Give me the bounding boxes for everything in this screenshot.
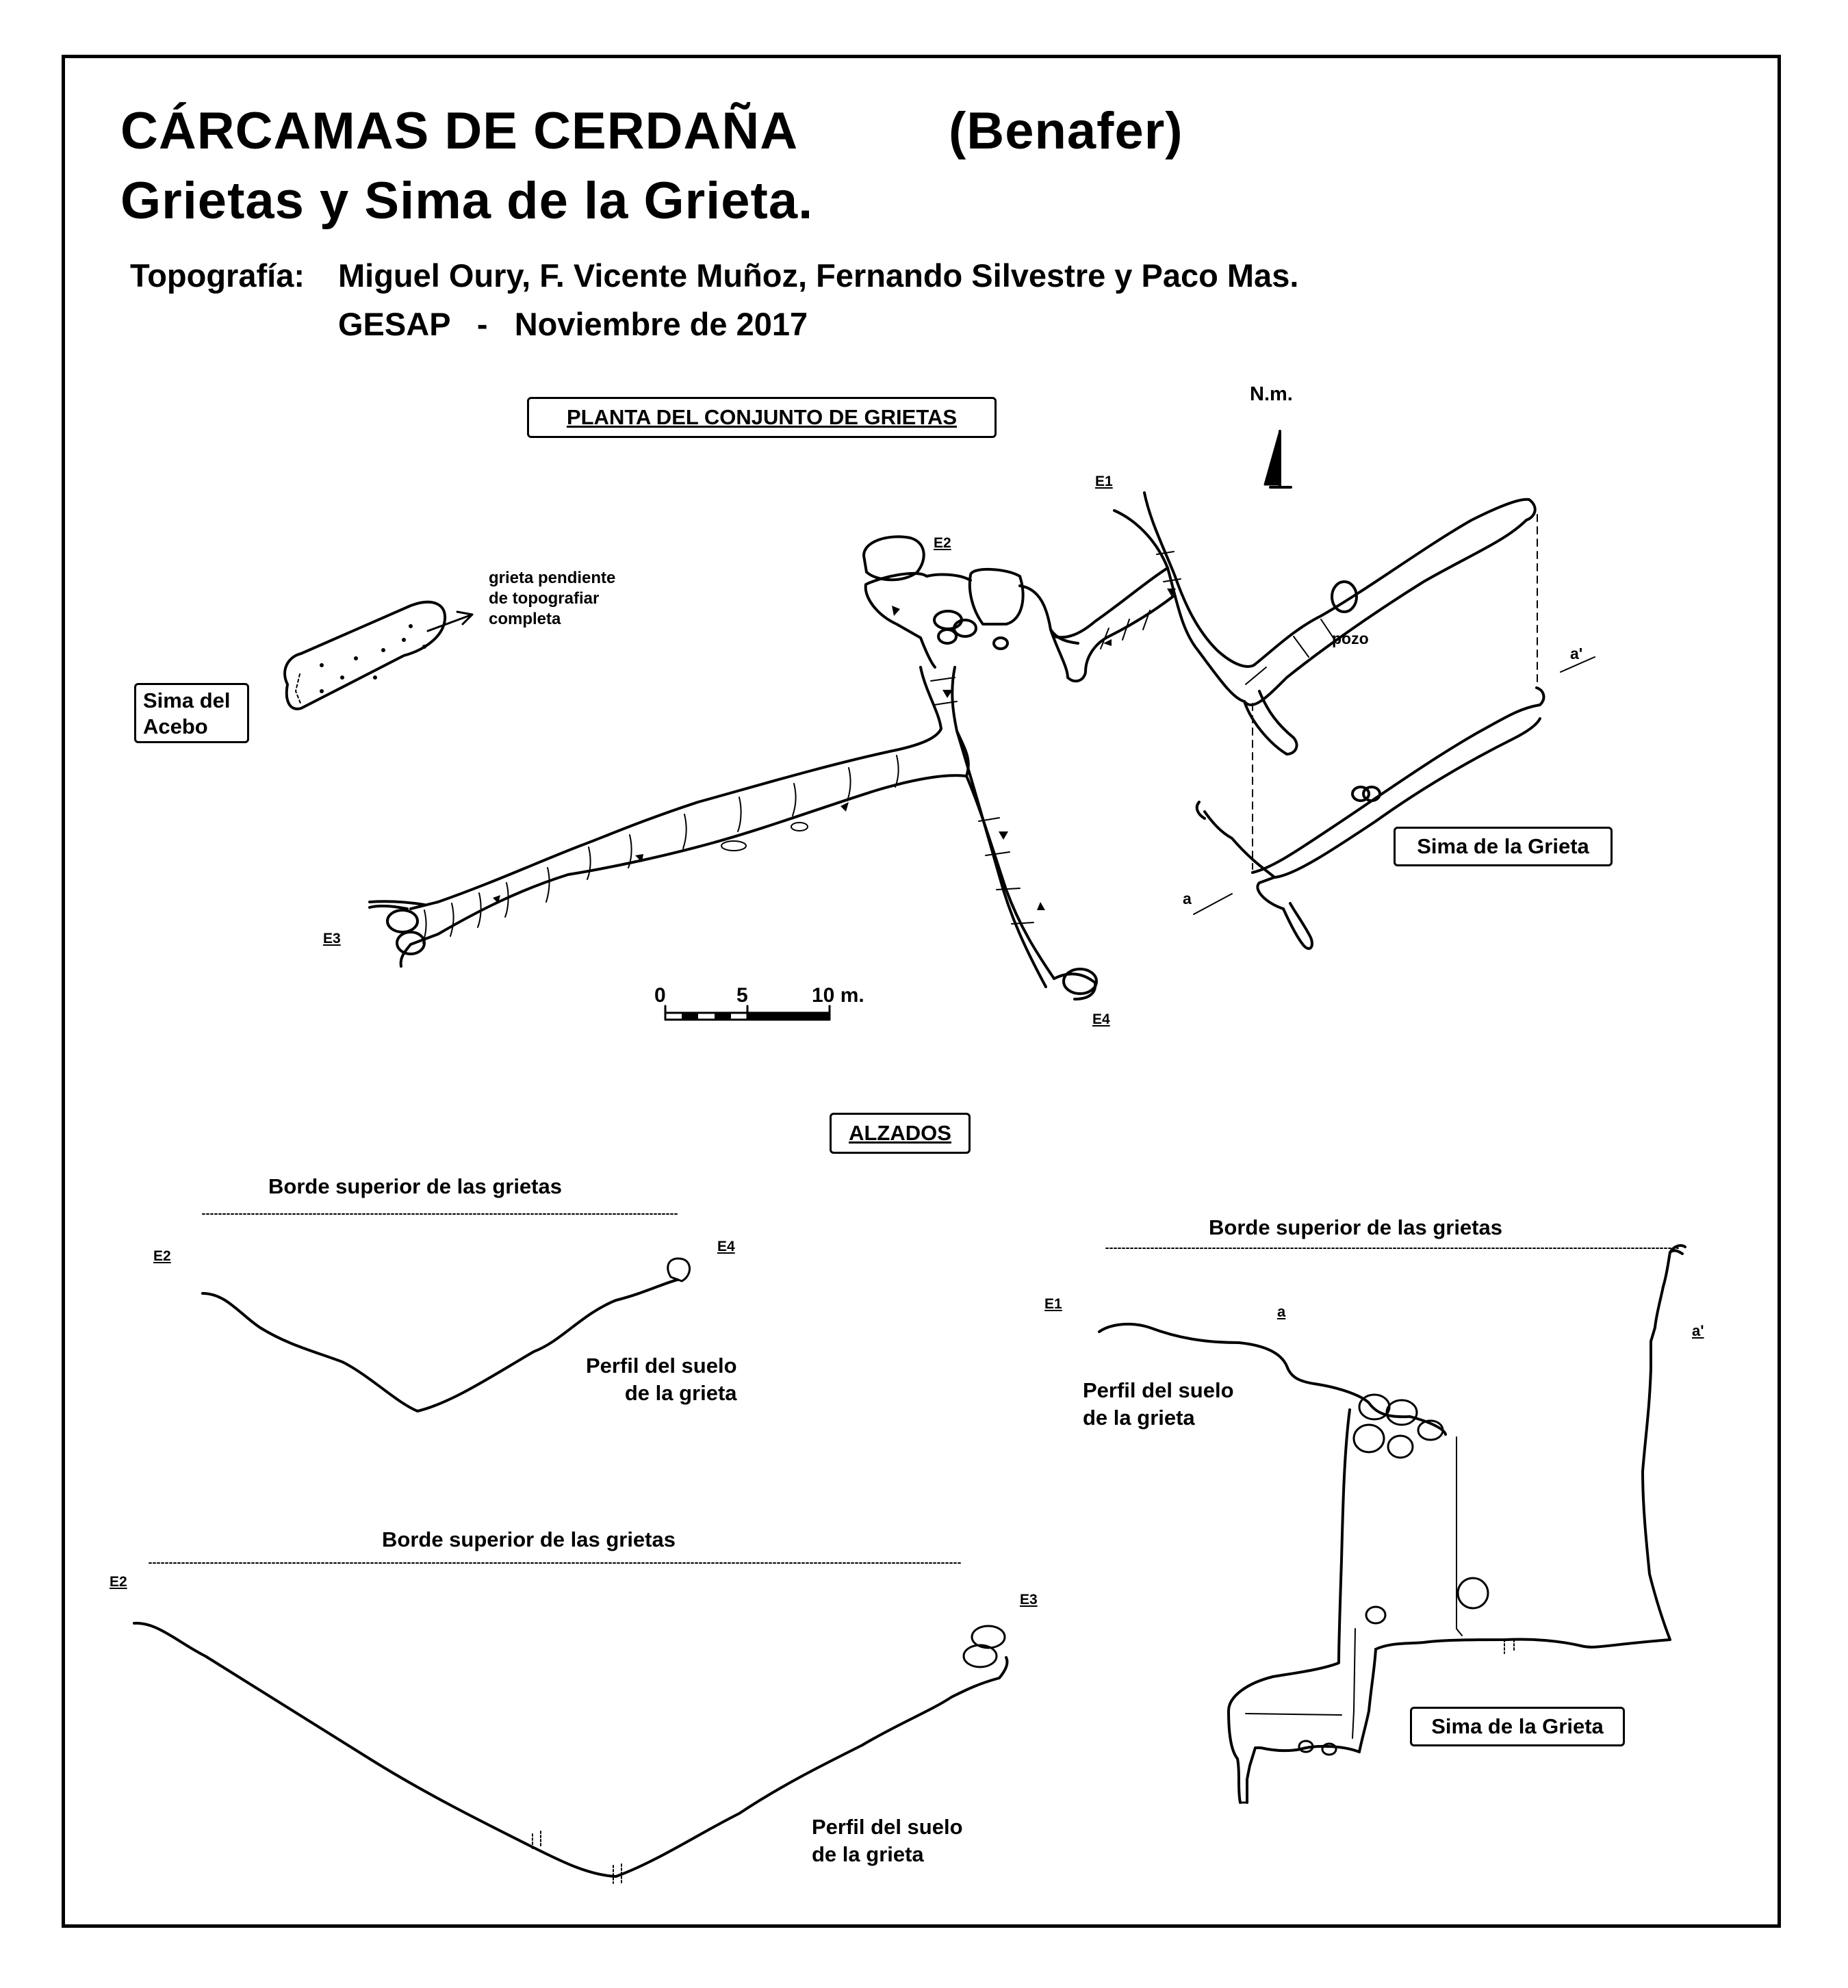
plan-flow-arrows xyxy=(493,589,1176,910)
north-label: N.m. xyxy=(1250,383,1293,405)
elev3-sima-grieta-label: Sima de la Grieta xyxy=(1410,1707,1625,1746)
elevation-e2-e4 xyxy=(201,1213,691,1412)
group-date-line: GESAP - Noviembre de 2017 xyxy=(338,306,808,342)
elev2-top-edge-label: Borde superior de las grietas xyxy=(382,1527,676,1551)
elev1-e4: E4 xyxy=(717,1239,735,1254)
title-location: (Benafer) xyxy=(949,102,1183,160)
elev1-floor-profile-label: Perfil del suelo de la grieta xyxy=(586,1354,737,1405)
sima-acebo-plan xyxy=(283,600,474,710)
scale-bar xyxy=(664,1005,831,1021)
plan-entrance-e2: E2 xyxy=(934,535,951,551)
elev3-e1: E1 xyxy=(1044,1296,1062,1312)
plan-sima-grieta-label: Sima de la Grieta xyxy=(1394,827,1613,866)
elev3-section-a: a xyxy=(1277,1303,1286,1320)
sima-acebo-label: Sima del Acebo xyxy=(134,683,249,743)
grieta-pendiente-note: grieta pendiente de topografiar completa xyxy=(489,569,616,628)
plan-entrance-e4: E4 xyxy=(1092,1011,1110,1027)
elevation-sima-grieta xyxy=(1098,1244,1686,1804)
section-lines xyxy=(1193,514,1595,915)
elev2-floor-profile-label: Perfil del suelo de la grieta xyxy=(812,1815,963,1866)
elev3-floor-profile-label: Perfil del suelo de la grieta xyxy=(1083,1378,1234,1430)
elev3-top-edge-label: Borde superior de las grietas xyxy=(1209,1215,1502,1239)
scale-tick-0: 0 xyxy=(654,984,666,1007)
elev2-e3: E3 xyxy=(1020,1592,1038,1608)
north-arrow-icon xyxy=(1263,430,1292,489)
scale-tick-10: 10 m. xyxy=(812,984,864,1007)
elev1-top-edge-label: Borde superior de las grietas xyxy=(268,1174,562,1198)
plan-hatching xyxy=(422,551,1335,944)
elev2-e2: E2 xyxy=(110,1574,127,1590)
plan-section-title: PLANTA DEL CONJUNTO DE GRIETAS xyxy=(527,397,997,438)
elev3-section-a-prime: a' xyxy=(1692,1322,1704,1339)
plan-entrance-e3: E3 xyxy=(323,931,341,946)
section-a-prime-label: a' xyxy=(1570,645,1583,662)
title-cave-name: CÁRCAMAS DE CERDAÑA xyxy=(120,102,799,160)
plan-entrance-e1: E1 xyxy=(1095,474,1113,489)
crack-system-plan xyxy=(368,491,1545,1001)
section-a-label: a xyxy=(1183,890,1192,907)
topografia-label: Topografía: xyxy=(130,257,305,294)
authors-line: Miguel Oury, F. Vicente Muñoz, Fernando … xyxy=(338,257,1299,294)
elevations-section-title: ALZADOS xyxy=(830,1113,971,1154)
map-frame xyxy=(62,55,1781,1928)
elevation-e2-e3 xyxy=(133,1562,1009,1884)
elev1-e2: E2 xyxy=(153,1248,171,1264)
scale-tick-5: 5 xyxy=(736,984,748,1007)
title-subtitle: Grietas y Sima de la Grieta. xyxy=(120,172,814,230)
